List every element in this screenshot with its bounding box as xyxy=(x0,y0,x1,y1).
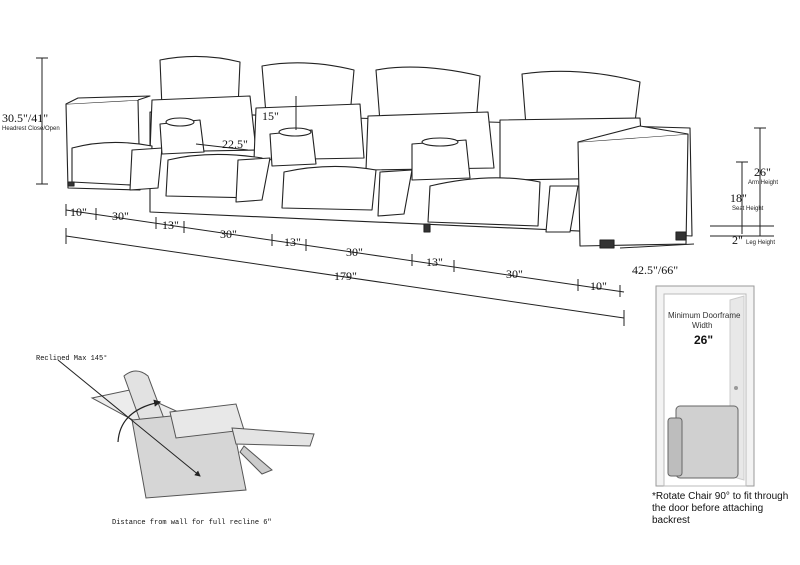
segment-label-1: 30" xyxy=(112,209,129,223)
wall-distance-label: Distance from wall for full recline 6" xyxy=(112,519,272,527)
sofa-drawing xyxy=(65,55,693,249)
recline-pointer xyxy=(57,359,201,477)
segment-label-2: 13" xyxy=(162,218,179,232)
recliner-illustration xyxy=(90,370,315,499)
seat-height-value: 18" xyxy=(730,191,747,205)
recline-max-label: Reclined Max 145° xyxy=(36,354,107,363)
seat-depth-label: 22.5" xyxy=(222,137,248,151)
chair-in-door xyxy=(675,405,739,479)
segment-label-0: 10" xyxy=(70,205,87,219)
segment-label-7: 30" xyxy=(506,267,523,281)
arm-height-value: 26" xyxy=(754,165,771,179)
segment-label-4: 13" xyxy=(284,235,301,249)
segment-label-8: 10" xyxy=(590,279,607,293)
segment-label-3: 30" xyxy=(220,227,237,241)
leg-height-value: 2" xyxy=(732,233,743,247)
segment-label-5: 30" xyxy=(346,245,363,259)
leg-height-label: Leg Height xyxy=(746,240,775,246)
height-label: 30.5"/41" xyxy=(2,111,48,125)
height-note: Headrest Close/Open xyxy=(2,126,60,132)
doorframe-width-value: 26" xyxy=(694,333,713,347)
doorframe-diagram: Minimum Doorframe Width 26" xyxy=(655,285,755,487)
rotate-chair-note: *Rotate Chair 90° to fit through the doo… xyxy=(652,491,789,526)
segment-label-6: 13" xyxy=(426,255,443,269)
arm-height-label: Arm Height xyxy=(748,180,778,186)
doorframe-title-line1: Minimum Doorframe xyxy=(668,311,741,320)
recline-arc xyxy=(117,399,162,443)
total-width-label: 179" xyxy=(334,269,357,283)
recline-diagram: Reclined Max 145° Distance from wall for… xyxy=(36,354,315,527)
depth-label: 42.5"/66" xyxy=(632,263,678,277)
dimension-labels: 30.5"/41" Headrest Close/Open 15" 22.5" … xyxy=(2,109,778,293)
dimension-lines xyxy=(36,57,774,326)
headrest-label: 15" xyxy=(262,109,279,123)
seat-height-label: Seat Height xyxy=(732,206,764,212)
doorframe-title-line2: Width xyxy=(692,321,712,330)
